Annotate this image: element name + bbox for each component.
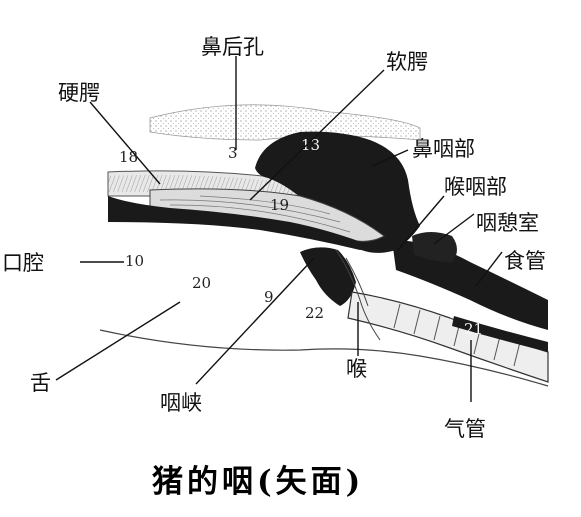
tongue-outline — [99, 329, 549, 387]
label-nasal-choana: 鼻后孔 — [201, 35, 264, 59]
number-18: 18 — [119, 148, 138, 166]
label-nasopharynx: 鼻咽部 — [412, 137, 475, 161]
number-9: 9 — [264, 288, 274, 306]
leader-soft-palate — [249, 69, 385, 201]
label-laryngopharynx: 喉咽部 — [444, 175, 507, 199]
label-tongue: 舌 — [30, 371, 51, 395]
trachea-dark-lumen — [452, 316, 548, 352]
trachea-rings — [393, 303, 521, 367]
esophagus-shape — [392, 240, 548, 330]
figure-caption: 猪的咽(矢面) — [152, 464, 364, 500]
number-3: 3 — [228, 144, 238, 162]
label-soft-palate: 软腭 — [386, 50, 428, 74]
nasal-bone-band — [149, 104, 421, 141]
label-larynx: 喉 — [346, 357, 367, 381]
leader-pharyngeal-diverticulum — [433, 213, 475, 245]
trachea-shape — [347, 291, 549, 383]
leader-tongue — [55, 301, 181, 381]
isthmus-shape — [300, 247, 356, 306]
leader-isthmus-faucium — [195, 257, 315, 385]
larynx-lines — [335, 249, 381, 341]
pharyngeal-diverticulum-shape — [412, 232, 457, 262]
label-hard-palate: 硬腭 — [58, 81, 100, 105]
oral-cavity-shape — [108, 196, 372, 250]
leader-esophagus — [475, 251, 503, 287]
number-22: 22 — [305, 304, 324, 322]
label-trachea: 气管 — [444, 417, 486, 441]
soft-palate-fibres — [159, 195, 351, 233]
number-13: 13 — [301, 136, 320, 154]
number-20: 20 — [192, 274, 211, 292]
label-esophagus: 食管 — [504, 249, 546, 273]
label-oral-cavity: 口腔 — [2, 251, 44, 275]
number-21: 21 — [464, 320, 483, 338]
number-19: 19 — [270, 196, 289, 214]
leader-laryngopharynx — [397, 195, 445, 251]
label-isthmus-faucium: 咽峡 — [160, 391, 202, 415]
nasopharynx-shape — [255, 131, 420, 253]
label-pharyngeal-diverticulum: 咽憩室 — [476, 211, 539, 235]
leader-nasopharynx — [371, 149, 409, 167]
leader-hard-palate — [89, 101, 161, 185]
number-10: 10 — [125, 252, 144, 270]
